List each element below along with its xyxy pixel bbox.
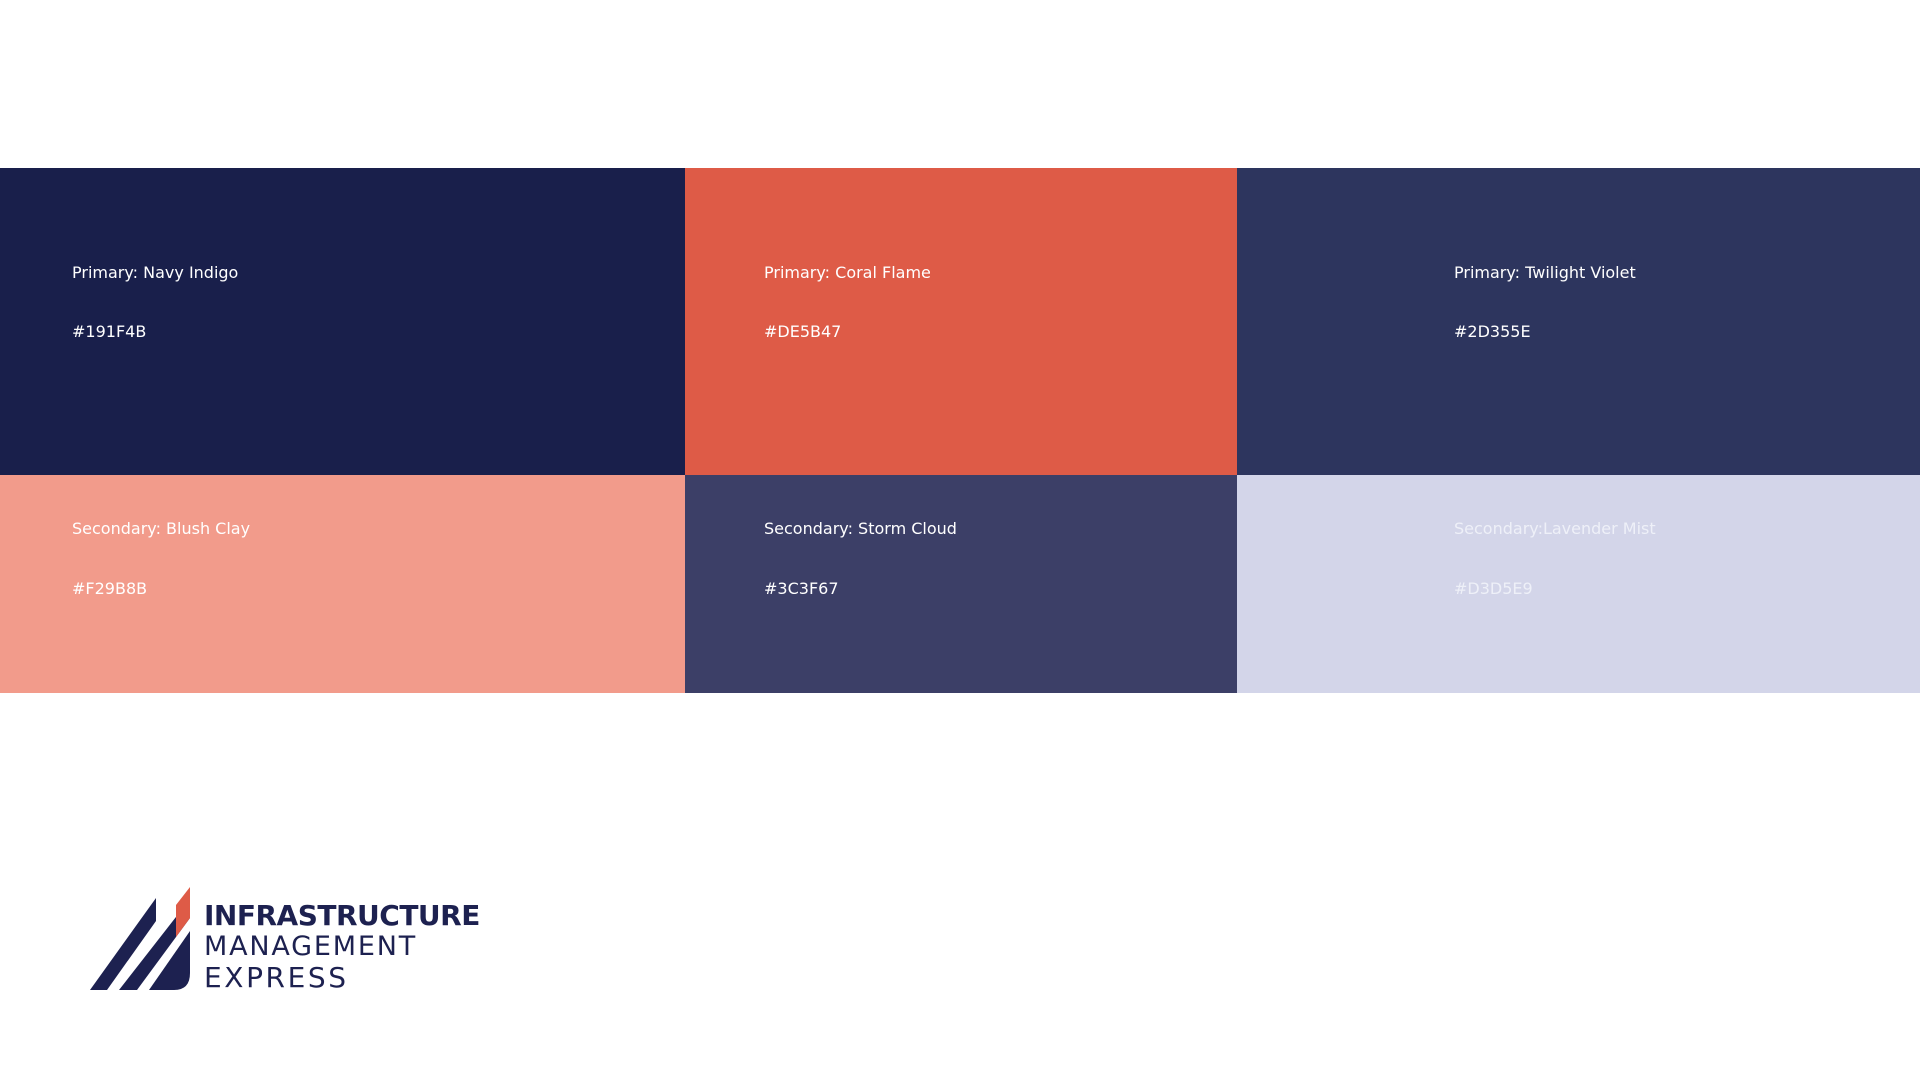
swatch-name: Secondary: Blush Clay bbox=[72, 519, 251, 538]
diagonal-stripes-logo-icon bbox=[90, 887, 190, 990]
swatch-hex: #F29B8B bbox=[72, 579, 148, 598]
logo-text-express: EXPRESS bbox=[204, 961, 349, 994]
swatch-hex: #D3D5E9 bbox=[1454, 579, 1533, 598]
swatch-hex: #DE5B47 bbox=[764, 322, 842, 341]
swatch-name: Primary: Twilight Violet bbox=[1454, 263, 1636, 282]
swatch-coral-flame bbox=[685, 168, 1237, 475]
swatch-hex: #191F4B bbox=[72, 322, 147, 341]
swatch-storm-cloud bbox=[685, 475, 1237, 693]
company-logo: INFRASTRUCTURE MANAGEMENT EXPRESS bbox=[90, 885, 480, 995]
swatch-twilight-violet bbox=[1237, 168, 1920, 475]
swatch-hex: #3C3F67 bbox=[764, 579, 839, 598]
logo-text-infrastructure: INFRASTRUCTURE bbox=[204, 899, 480, 932]
swatch-lavender-mist bbox=[1237, 475, 1920, 693]
swatch-name: Secondary:Lavender Mist bbox=[1454, 519, 1656, 538]
swatch-blush-clay bbox=[0, 475, 685, 693]
swatch-name: Primary: Navy Indigo bbox=[72, 263, 239, 282]
swatch-navy-indigo bbox=[0, 168, 685, 475]
swatch-name: Primary: Coral Flame bbox=[764, 263, 931, 282]
swatch-hex: #2D355E bbox=[1454, 322, 1531, 341]
logo-text-management: MANAGEMENT bbox=[204, 931, 417, 962]
swatch-name: Secondary: Storm Cloud bbox=[764, 519, 957, 538]
